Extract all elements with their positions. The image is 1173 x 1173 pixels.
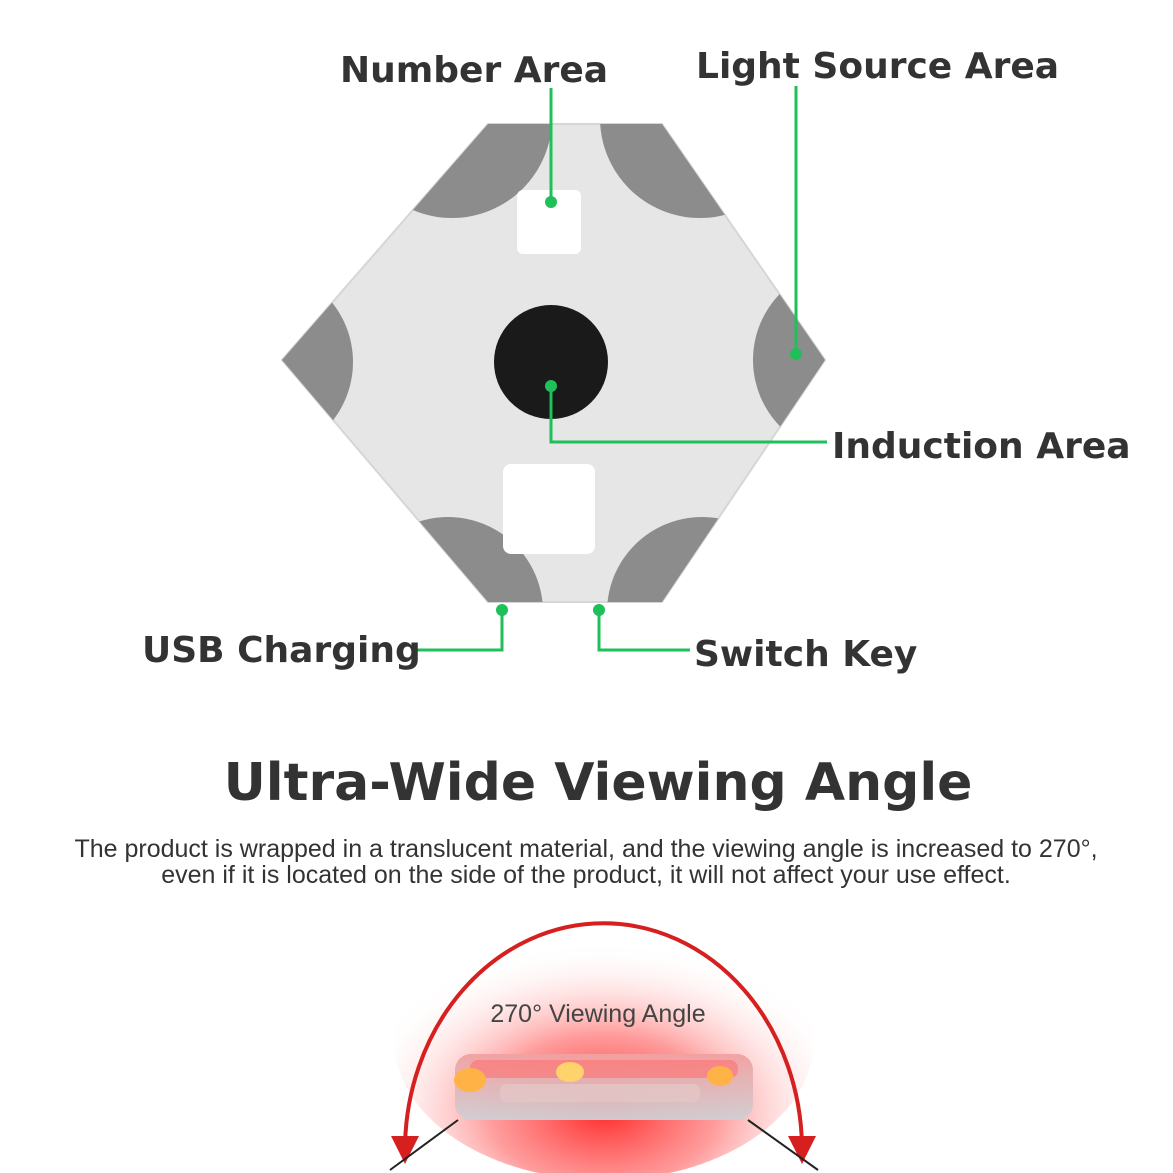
callout-dot-light-source xyxy=(790,348,802,360)
label-light-source-area: Light Source Area xyxy=(696,46,1059,87)
red-glow xyxy=(394,900,814,1173)
led-left xyxy=(454,1068,486,1092)
callout-dot-switch xyxy=(593,604,605,616)
description-line-2: even if it is located on the side of the… xyxy=(161,861,1011,889)
angle-label: 270° Viewing Angle xyxy=(490,1000,705,1028)
label-induction-area: Induction Area xyxy=(832,426,1131,467)
callout-dots xyxy=(496,196,802,616)
angle-boundary-left xyxy=(389,1119,459,1171)
viewing-angle-arc xyxy=(391,921,816,1164)
callout-line-switch xyxy=(597,610,690,652)
led-right xyxy=(707,1066,733,1086)
callout-dot-number-area xyxy=(545,196,557,208)
callout-dot-induction xyxy=(545,380,557,392)
callout-line-usb xyxy=(412,610,504,652)
light-pad-bottom-right xyxy=(607,517,797,602)
callout-line-induction xyxy=(549,386,827,444)
switch-key-button[interactable] xyxy=(503,464,595,554)
callout-lines xyxy=(412,86,827,652)
callout-dot-usb xyxy=(496,604,508,616)
led-center xyxy=(556,1062,584,1082)
label-number-area: Number Area xyxy=(340,50,608,91)
hexagon-device xyxy=(281,123,826,603)
number-display-window xyxy=(517,190,581,254)
section-heading: Ultra-Wide Viewing Angle xyxy=(224,753,973,813)
description-line-1: The product is wrapped in a translucent … xyxy=(74,835,1097,863)
light-pad-top-left xyxy=(352,124,552,218)
label-switch-key: Switch Key xyxy=(694,634,917,675)
label-usb-charging: USB Charging xyxy=(142,630,421,671)
device-side-view xyxy=(454,1054,753,1120)
induction-sensor xyxy=(494,305,608,419)
angle-boundary-right xyxy=(747,1119,819,1171)
light-pad-left xyxy=(282,267,353,457)
